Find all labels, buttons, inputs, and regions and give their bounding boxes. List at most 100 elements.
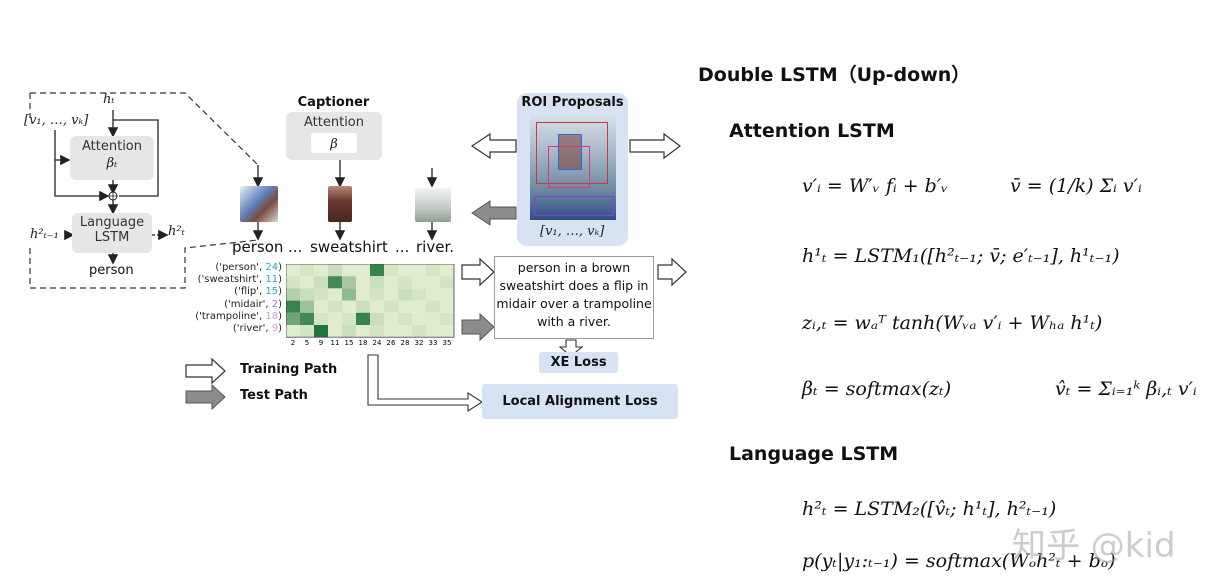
heatmap-cell [370, 288, 384, 301]
captioner-attention-label: Attention [304, 115, 364, 130]
person-thumbnail [240, 186, 278, 222]
roi-v-set: [v₁, …, vₖ] [540, 224, 605, 239]
heatmap-cell [440, 264, 454, 277]
heatmap-row-label: ('midair', 2) [186, 299, 282, 311]
heatmap-cell [314, 264, 328, 277]
heatmap-col-tick: 15 [345, 339, 354, 347]
heatmap-cell [356, 300, 370, 313]
caption-word-person: person [232, 238, 284, 256]
heatmap-cell [384, 312, 398, 325]
heatmap-cell [426, 300, 440, 313]
heatmap-row-label: ('sweatshirt', 11) [186, 274, 282, 286]
heatmap-row-label: ('trampoline', 18) [186, 311, 282, 323]
heatmap-row-close: ) [278, 262, 282, 273]
heatmap-row-index: 15 [265, 286, 279, 298]
heatmap-row-close: ) [278, 310, 282, 322]
roi-box-2 [558, 134, 582, 170]
heatmap-cell [384, 276, 398, 289]
roi-box-3 [548, 146, 590, 188]
heatmap-cell [314, 325, 328, 338]
heatmap-cell [300, 264, 314, 277]
heatmap-col-tick: 35 [443, 339, 452, 347]
equation-h2: h²ₜ = LSTM₂([v̂ₜ; h¹ₜ], h²ₜ₋₁) [802, 498, 1057, 520]
heatmap-cell [398, 264, 412, 277]
heatmap-cell [412, 300, 426, 313]
captioner-attention-box: Attention β [286, 112, 382, 160]
heatmap-row-label: ('flip', 15) [186, 286, 282, 298]
ht-label: hₜ [103, 92, 115, 107]
heatmap-cell [412, 288, 426, 301]
equation-p: p(yₜ|y₁:ₜ₋₁) = softmax(Wₒh²ₜ + bₒ) [802, 550, 1116, 572]
heatmap-cell [286, 325, 300, 338]
heatmap-cell [440, 300, 454, 313]
heatmap-cell [398, 300, 412, 313]
heatmap-cell [356, 276, 370, 289]
heatmap-col-tick: 24 [373, 339, 382, 347]
heatmap-cell [328, 325, 342, 338]
heatmap-cell [286, 312, 300, 325]
heatmap-cell [398, 312, 412, 325]
caption-word-sweatshirt: sweatshirt [310, 238, 388, 256]
heatmap-row-index: 2 [271, 298, 279, 310]
heatmap-cell [384, 325, 398, 338]
heatmap-cell [426, 264, 440, 277]
caption-word-ellipsis-1: ... [288, 238, 303, 256]
generated-caption-box: person in a brown sweatshirt does a flip… [494, 256, 654, 339]
heatmap-col-tick: 5 [305, 339, 309, 347]
captioner-title: Captioner [297, 95, 370, 110]
heatmap-cell [370, 264, 384, 277]
heatmap-cell [426, 312, 440, 325]
heatmap-cell [300, 325, 314, 338]
watermark: 知乎 @kid [1012, 526, 1176, 566]
left-language-label: Language [79, 215, 145, 230]
heatmap-row-close: ) [278, 298, 282, 310]
captioner-beta-label: β [330, 137, 338, 152]
heatmap-cell [440, 276, 454, 289]
left-output-word: person [89, 263, 134, 278]
h-prev-label: h²ₜ₋₁ [30, 227, 59, 242]
heatmap-cell [412, 325, 426, 338]
heatmap-cell [314, 276, 328, 289]
language-lstm-heading: Language LSTM [729, 443, 899, 465]
equation-z: zᵢ,ₜ = wₐᵀ tanh(Wᵥₐ v′ᵢ + Wₕₐ h¹ₜ) [802, 312, 1103, 334]
heatmap-cell [328, 312, 342, 325]
heatmap-cell [356, 312, 370, 325]
heatmap-row-close: ) [278, 322, 282, 334]
heatmap-border [286, 264, 455, 338]
equation-v-hat: v̂ₜ = Σᵢ₌₁ᵏ βᵢ,ₜ v′ᵢ [1055, 378, 1197, 400]
heatmap-row-close: ) [278, 286, 282, 298]
captioner-beta-box: β [311, 133, 357, 153]
heatmap-row-labels: ('person', 24)('sweatshirt', 11)('flip',… [186, 262, 282, 335]
heatmap-cell [286, 264, 300, 277]
heatmap-cell [286, 300, 300, 313]
heatmap-cell [356, 264, 370, 277]
heatmap-cell [328, 276, 342, 289]
heatmap-row-index: 24 [265, 262, 279, 273]
left-attention-box: Attention βₜ [70, 136, 154, 180]
local-alignment-loss-box: Local Alignment Loss [482, 384, 678, 419]
heatmap-row-close: ) [278, 274, 282, 286]
heatmap-cell [342, 312, 356, 325]
legend-test-path: Test Path [240, 388, 308, 403]
heatmap-cell [286, 276, 300, 289]
heatmap-row-index: 9 [271, 322, 279, 334]
heatmap-cell [356, 325, 370, 338]
equation-v-prime: v′ᵢ = W′ᵥ fᵢ + b′ᵥ [802, 175, 949, 197]
attention-lstm-heading: Attention LSTM [729, 120, 895, 142]
heatmap-row-word: ('person', [215, 262, 266, 273]
h-out-label: h²ₜ [168, 224, 185, 239]
heatmap-cell [342, 325, 356, 338]
heatmap-cell [342, 288, 356, 301]
heatmap-cell [370, 300, 384, 313]
heatmap-cell [328, 300, 342, 313]
heatmap-row-word: ('sweatshirt', [197, 274, 266, 286]
equation-v-bar: v̄ = (1/k) Σᵢ v′ᵢ [1010, 175, 1142, 197]
roi-title: ROI Proposals [521, 95, 624, 110]
v-set-label: [v₁, …, vₖ] [24, 113, 89, 128]
heatmap-cell [398, 288, 412, 301]
heatmap-cell [370, 276, 384, 289]
heatmap-cell [314, 312, 328, 325]
heatmap-col-tick: 11 [331, 339, 340, 347]
roi-box-1 [536, 122, 608, 184]
